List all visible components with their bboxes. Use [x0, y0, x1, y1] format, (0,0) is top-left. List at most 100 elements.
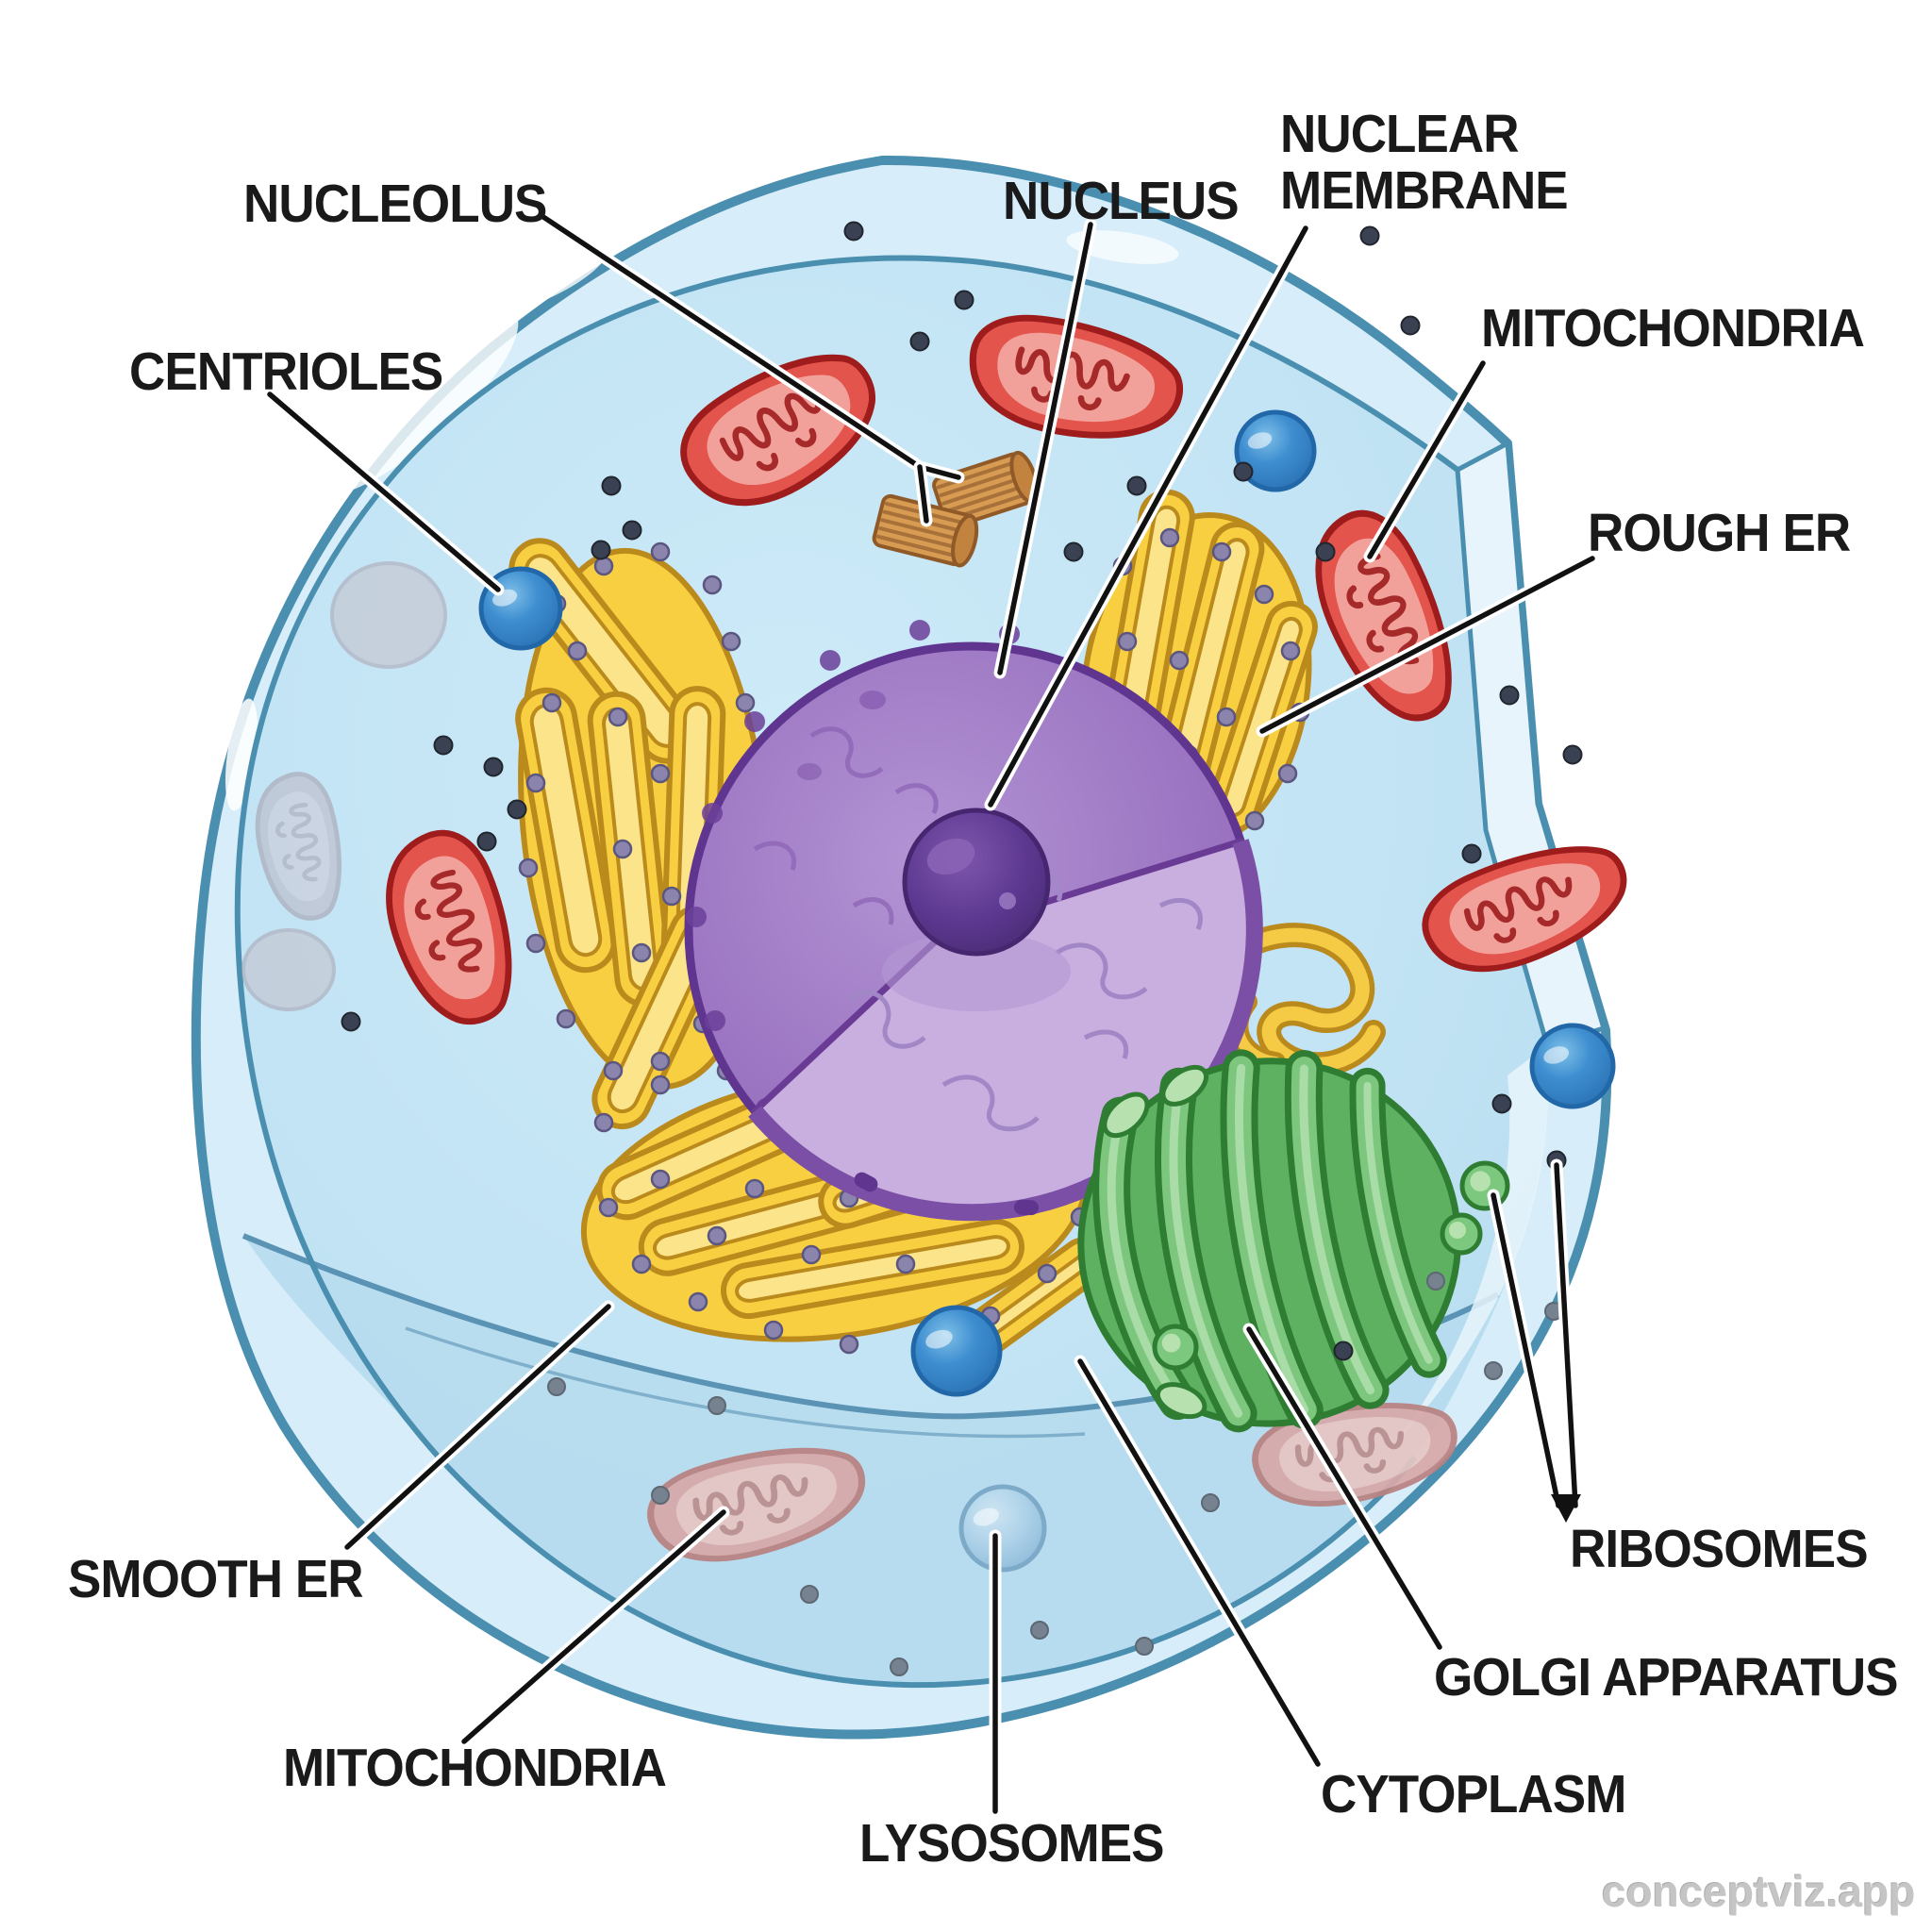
ribosome-dot-faded [547, 1377, 566, 1396]
er-ribosome-dot [744, 1178, 765, 1199]
ribosome-dot-faded [1484, 1361, 1503, 1380]
ribosome-dot [1063, 541, 1084, 562]
lysosomes-layer [478, 409, 1616, 1397]
ribosome-dot-faded [708, 1396, 726, 1415]
er-ribosome-dot [702, 575, 723, 595]
lysosome [1234, 409, 1317, 492]
leader-line-nucleolus [917, 464, 929, 524]
ghost-organelles [242, 561, 447, 1011]
arrowhead-ribosomes [1551, 1494, 1581, 1523]
ribosome-dot [1359, 225, 1380, 246]
nuclear-pore [744, 711, 765, 732]
golgi-vesicle [1440, 1212, 1483, 1256]
er-ribosome-dot [1280, 641, 1301, 661]
free-ribosome-dots [341, 221, 1583, 1676]
ribosome-dot [1315, 541, 1336, 562]
ribosome-dot-faded [1426, 1272, 1445, 1291]
ribosome-dot [433, 735, 454, 756]
ribosome-dot [1126, 475, 1147, 496]
leader-lines [263, 208, 1599, 1818]
label-mitochondria-top: MITOCHONDRIA [1481, 298, 1865, 358]
er-ribosome-dot [1117, 631, 1138, 652]
er-ribosome-dot [1254, 584, 1274, 605]
leader-line-mitochondria-top [1367, 360, 1486, 559]
label-centrioles: CENTRIOLES [129, 341, 443, 402]
lysosome [958, 1484, 1047, 1573]
er-ribosome-dot [735, 692, 756, 713]
nucleolus-highlight [926, 838, 975, 875]
lysosome [1529, 1023, 1616, 1109]
er-ribosome-dot [603, 1060, 624, 1081]
er-ribosome-dot [593, 1112, 614, 1133]
er-ribosome-dot [895, 1254, 916, 1274]
cut-face-highlight [1387, 1045, 1549, 1453]
centrioles [872, 450, 1040, 568]
er-ribosome-dot [661, 886, 682, 907]
ribosome-dot [1491, 1093, 1512, 1114]
label-nucleus: NUCLEUS [1003, 171, 1240, 231]
label-nuclear-membrane-line1: NUCLEAR [1280, 104, 1520, 164]
er-ribosome-dot [556, 1008, 576, 1029]
lysosome [910, 1305, 1003, 1397]
nuclear-pore [686, 907, 707, 927]
mitochondrion [969, 314, 1184, 439]
nucleolus-shadow [882, 932, 1071, 1011]
label-rough-er: ROUGH ER [1588, 503, 1851, 563]
er-ribosome-dot [525, 773, 546, 793]
mitochondrion [1422, 846, 1627, 973]
label-smooth-er: SMOOTH ER [68, 1549, 364, 1609]
label-lysosomes: LYSOSOMES [859, 1813, 1164, 1874]
er-ribosome-dot [1169, 650, 1190, 671]
leader-line-golgi-apparatus [1246, 1326, 1442, 1650]
ribosome-dot [909, 331, 930, 352]
ribosome-dot [843, 221, 864, 242]
er-ribosome-dot [650, 541, 671, 562]
ghost-organelle [242, 928, 336, 1011]
ghost-organelle [330, 561, 447, 669]
ribosome-dot [1400, 315, 1421, 336]
er-ribosome-dot [801, 1244, 822, 1265]
golgi-cisternae-cups [1102, 1064, 1209, 1420]
er-ribosome-dot [1037, 1263, 1058, 1284]
ribosome-dot-faded [800, 1585, 819, 1604]
ribosome-dot [507, 799, 527, 820]
leader-line-ribosomes [1554, 1162, 1578, 1508]
er-ribosome-dot [650, 1051, 671, 1072]
er-ribosome-dot [608, 707, 628, 727]
cell-floor-line-2 [405, 1326, 1086, 1439]
leader-line-nucleus [997, 222, 1093, 675]
er-ribosome-dot [650, 763, 671, 784]
er-ribosome-dot [839, 1334, 859, 1355]
ribosome-dot-faded [1030, 1621, 1049, 1640]
ribosome-dot [1499, 685, 1520, 706]
nuclear-pore [909, 620, 930, 641]
er-ribosome-dot [763, 1320, 784, 1341]
er-ribosome-dot [593, 556, 614, 576]
mitochondrion [680, 354, 875, 507]
er-ribosome-dot [688, 1291, 708, 1312]
er-ribosome-dot [518, 858, 539, 878]
er-ribosome-dot [1216, 707, 1237, 727]
ribosome-dot [954, 290, 974, 310]
mitochondria-layer [386, 314, 1627, 1024]
er-ribosome-dot [650, 1169, 671, 1190]
label-nucleolus: NUCLEOLUS [243, 174, 547, 234]
er-ribosome-dot [525, 933, 546, 954]
er-ribosome-dot [541, 692, 562, 713]
label-ribosomes: RIBOSOMES [1570, 1519, 1869, 1579]
er-ribosome-dot [650, 1074, 671, 1095]
nuclear-pore [820, 650, 841, 671]
leader-line-mitochondria-bottom [461, 1509, 726, 1744]
leader-line-nucleolus [917, 464, 961, 480]
ribosome-dot [622, 520, 642, 541]
ribosome-dot-faded [890, 1657, 908, 1676]
leader-line-cytoplasm [1077, 1358, 1321, 1767]
er-ribosome-dot [707, 1225, 727, 1246]
ribosome-dot [1233, 461, 1254, 482]
ribosome-dot-faded [1201, 1493, 1220, 1512]
ribosome-dot [1333, 1341, 1354, 1361]
ribosome-dot [341, 1011, 361, 1032]
ribosome-dot [601, 475, 622, 496]
